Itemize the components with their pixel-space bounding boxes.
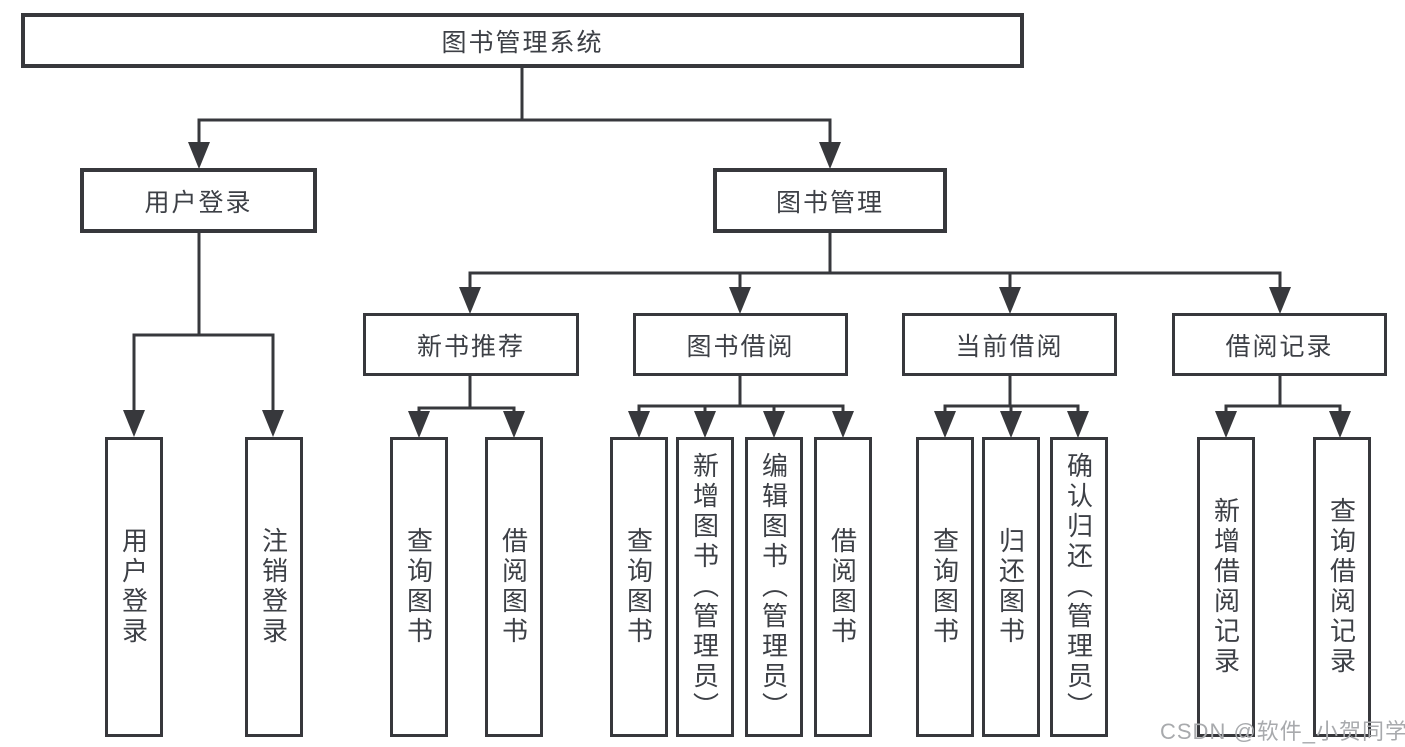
node-book-borrowing: 图书借阅 <box>633 313 848 376</box>
leaf-bb-borrow-books: 借阅图书 <box>814 437 872 737</box>
leaf-bb-add-books-admin: 新增图书（管理员） <box>676 437 734 737</box>
leaf-cb-confirm-return-admin: 确认归还（管理员） <box>1050 437 1108 737</box>
node-borrowing-records: 借阅记录 <box>1172 313 1387 376</box>
leaf-bb-query-books: 查询图书 <box>610 437 668 737</box>
node-new-book-recommend: 新书推荐 <box>363 313 579 376</box>
node-root-library-system: 图书管理系统 <box>21 13 1024 68</box>
leaf-br-add-record: 新增借阅记录 <box>1197 437 1255 737</box>
leaf-user-login: 用户登录 <box>105 437 163 737</box>
leaf-nb-borrow-books: 借阅图书 <box>485 437 543 737</box>
leaf-logout: 注销登录 <box>245 437 303 737</box>
leaf-nb-query-books: 查询图书 <box>390 437 448 737</box>
csdn-watermark: CSDN @软件_小贺同学 <box>1160 719 1405 744</box>
node-book-management: 图书管理 <box>713 168 947 233</box>
leaf-cb-query-books: 查询图书 <box>916 437 974 737</box>
node-current-borrowing: 当前借阅 <box>902 313 1117 376</box>
leaf-br-query-record: 查询借阅记录 <box>1313 437 1371 737</box>
node-user-login: 用户登录 <box>80 168 317 233</box>
leaf-bb-edit-books-admin: 编辑图书（管理员） <box>745 437 803 737</box>
leaf-cb-return-books: 归还图书 <box>982 437 1040 737</box>
